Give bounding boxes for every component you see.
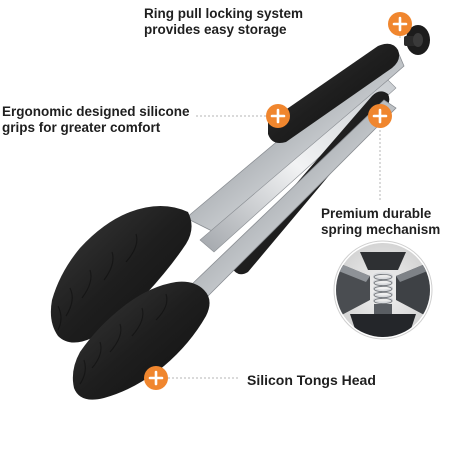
callout-marker-head[interactable]: [144, 366, 168, 390]
spring-mechanism-inset: [333, 240, 433, 340]
callout-head-line1: Silicon Tongs Head: [247, 372, 376, 388]
callout-ring-line1: Ring pull locking system: [144, 6, 304, 21]
plus-icon: [392, 16, 408, 32]
callout-spring-line2: spring mechanism: [321, 222, 441, 237]
callout-grip-line2: grips for greater comfort: [2, 120, 161, 135]
tong-head-lower-ridges: [79, 293, 168, 385]
callout-marker-ring[interactable]: [388, 12, 412, 36]
callout-head: Silicon Tongs Head: [247, 372, 376, 388]
tong-head-upper: [50, 206, 192, 343]
callout-marker-spring[interactable]: [368, 104, 392, 128]
plus-icon: [148, 370, 164, 386]
callout-ring-pull: Ring pull locking system provides easy s…: [144, 6, 303, 38]
callout-grip-line1: Ergonomic designed silicone: [2, 104, 190, 119]
plus-icon: [372, 108, 388, 124]
tong-head-upper-ridges: [57, 233, 138, 331]
callout-spring: Premium durable spring mechanism: [321, 206, 440, 238]
callout-grip: Ergonomic designed silicone grips for gr…: [2, 104, 190, 136]
tong-head-lower: [72, 281, 210, 400]
callout-spring-line1: Premium durable: [321, 206, 432, 221]
plus-icon: [270, 108, 286, 124]
upper-handle-grip: [268, 43, 400, 143]
callout-ring-line2: provides easy storage: [144, 22, 287, 37]
ring-pull: [404, 25, 430, 55]
callout-marker-grip[interactable]: [266, 104, 290, 128]
